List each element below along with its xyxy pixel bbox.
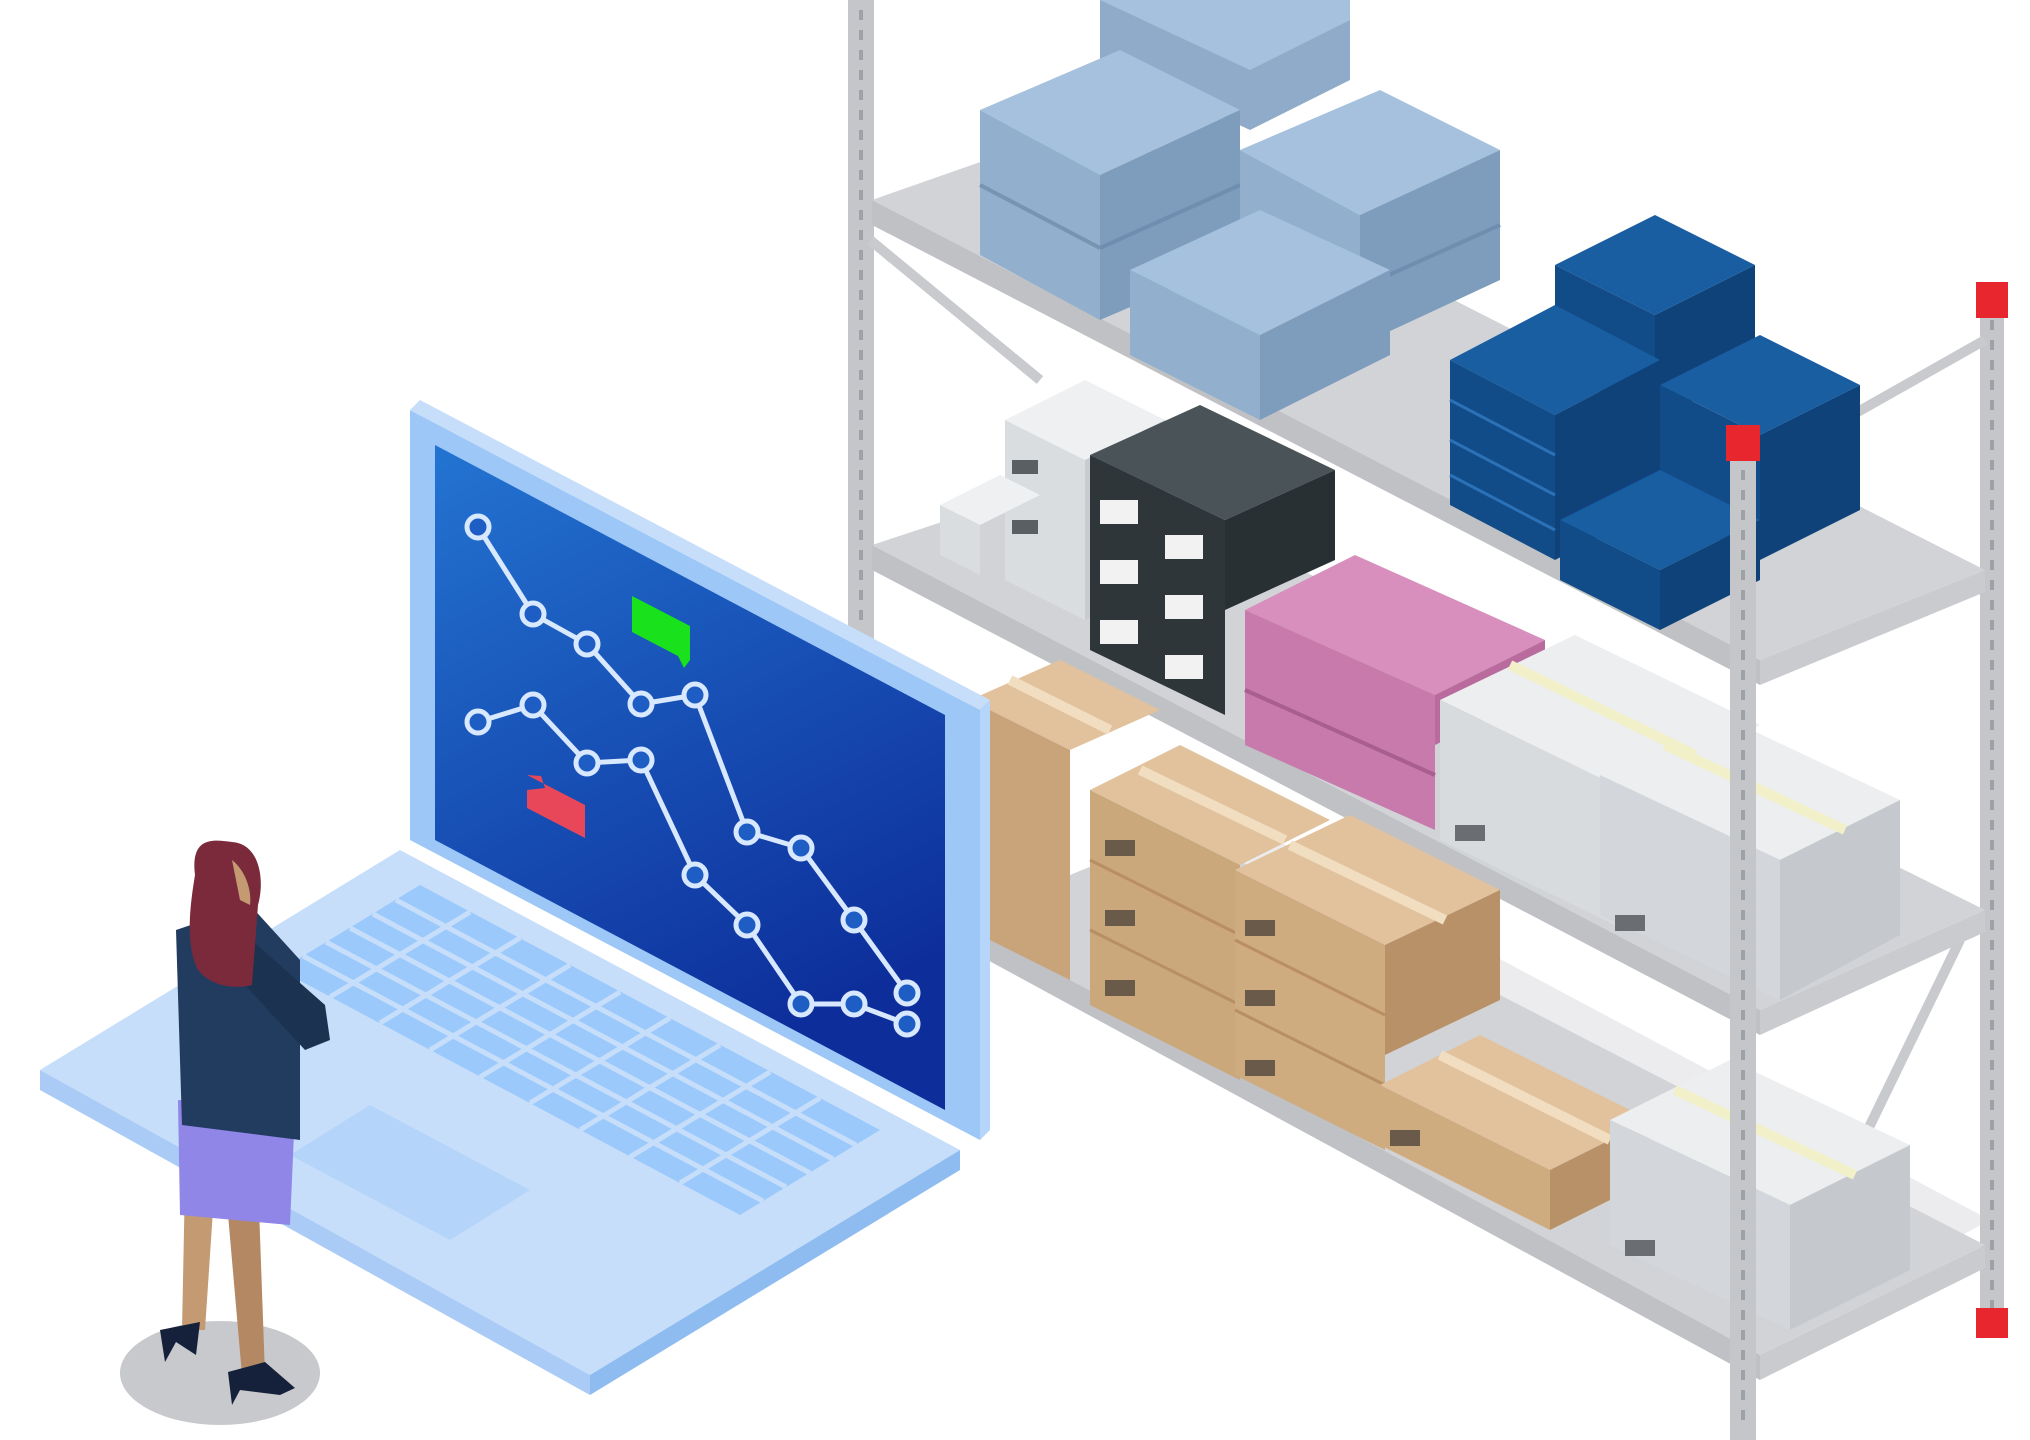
woman-figure-icon [120,840,330,1425]
post-foot-back-right [1976,1308,2008,1338]
laptop-trackpad [290,1105,530,1240]
figure-shadow [120,1321,320,1425]
post-cap-back-right [1976,282,2008,318]
laptop-screen [435,445,945,1110]
post-front-right [1726,425,1760,1440]
chart-flag-green [632,596,690,668]
box-stack-charcoal [1090,405,1335,715]
figure-hair [189,840,261,987]
cardboard-box-icon [970,660,1650,1230]
box-stack-white-large [1440,635,1900,1000]
laptop-icon [40,400,990,1395]
chart-flag-red [527,775,585,838]
line-chart-icon [464,513,921,1038]
box-stack-light-blue [979,0,1501,420]
